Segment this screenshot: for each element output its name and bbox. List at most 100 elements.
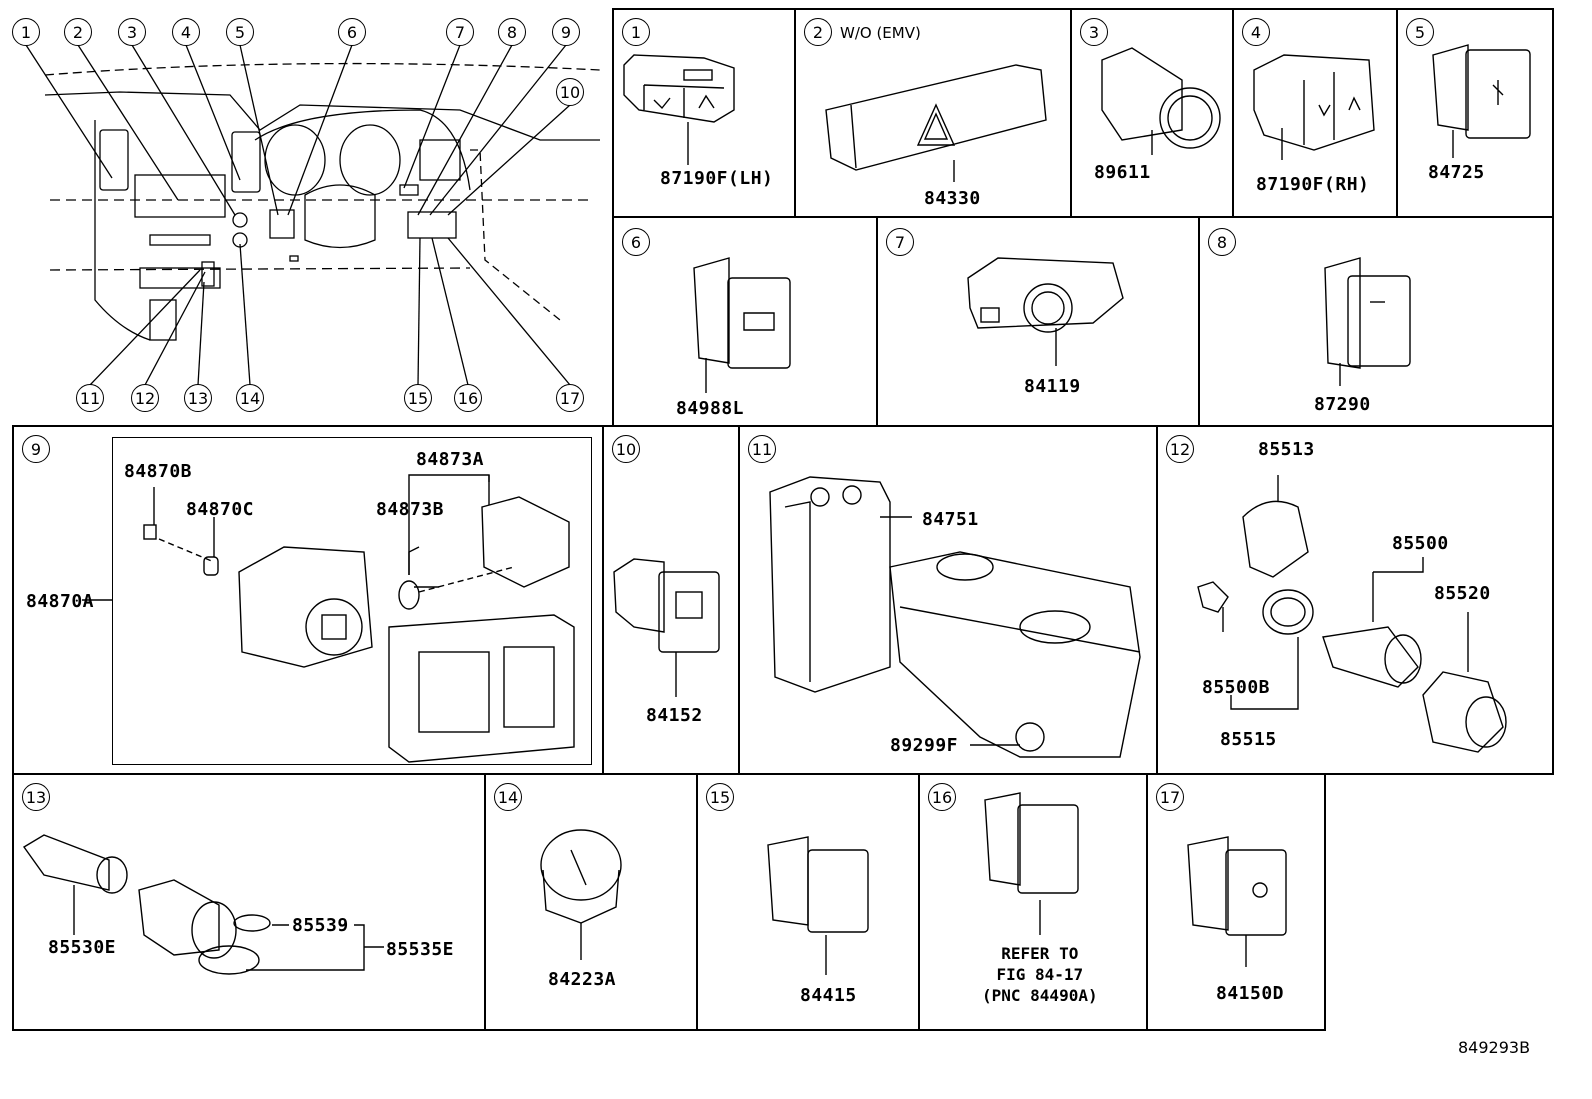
part-87190F-RH[interactable]: 87190F(RH) bbox=[1256, 174, 1370, 195]
cell-number: 16 bbox=[928, 783, 956, 811]
control-panel-drawing bbox=[769, 476, 1141, 758]
switch-drawing bbox=[623, 54, 735, 165]
callout-11[interactable]: 11 bbox=[76, 384, 104, 412]
cell-4: 4 87190F(RH) bbox=[1232, 8, 1398, 218]
part-84415[interactable]: 84415 bbox=[800, 985, 857, 1006]
part-84119[interactable]: 84119 bbox=[1024, 376, 1081, 397]
cell-number: 4 bbox=[1242, 18, 1270, 46]
callout-10[interactable]: 10 bbox=[556, 78, 584, 106]
callout-14[interactable]: 14 bbox=[236, 384, 264, 412]
cell-1: 1 87190F(LH) bbox=[612, 8, 796, 218]
part-84873A[interactable]: 84873A bbox=[416, 449, 485, 470]
power-outlet-drawing bbox=[1197, 475, 1507, 753]
cell-16: 16 REFER TO FIG 84-17 (PNC 84490A) bbox=[918, 773, 1148, 1031]
dimmer-switch-drawing bbox=[967, 257, 1124, 366]
cell-number: 13 bbox=[22, 783, 50, 811]
condition-note: W/O (EMV) bbox=[840, 24, 921, 42]
fog-switch-drawing bbox=[1187, 836, 1287, 967]
callout-15[interactable]: 15 bbox=[404, 384, 432, 412]
part-87190F-LH[interactable]: 87190F(LH) bbox=[660, 168, 774, 189]
part-84150D[interactable]: 84150D bbox=[1216, 983, 1285, 1004]
callout-13[interactable]: 13 bbox=[184, 384, 212, 412]
cell-number: 5 bbox=[1406, 18, 1434, 46]
cell-number: 15 bbox=[706, 783, 734, 811]
cell-15: 15 84415 bbox=[696, 773, 920, 1031]
switch-drawing bbox=[1324, 257, 1411, 386]
cell-number: 7 bbox=[886, 228, 914, 256]
cell-11: 11 84751 89299F bbox=[738, 425, 1158, 775]
dashboard-overview: 1 2 3 4 5 6 7 8 9 10 11 12 13 14 15 16 1… bbox=[0, 0, 612, 425]
part-84725[interactable]: 84725 bbox=[1428, 162, 1485, 183]
cell-number: 11 bbox=[748, 435, 776, 463]
part-84870C[interactable]: 84870C bbox=[186, 499, 255, 520]
switch-drawing bbox=[984, 792, 1079, 935]
part-85513[interactable]: 85513 bbox=[1258, 439, 1315, 460]
part-85539[interactable]: 85539 bbox=[292, 915, 349, 936]
cell-13: 13 85530E 85539 85535E bbox=[12, 773, 486, 1031]
cell-number: 3 bbox=[1080, 18, 1108, 46]
cell-number: 17 bbox=[1156, 783, 1184, 811]
part-85520[interactable]: 85520 bbox=[1434, 583, 1491, 604]
cell-5: 5 84725 bbox=[1396, 8, 1554, 218]
cell-6: 6 84988L bbox=[612, 216, 878, 428]
callout-5[interactable]: 5 bbox=[226, 18, 254, 46]
callout-16[interactable]: 16 bbox=[454, 384, 482, 412]
callout-2[interactable]: 2 bbox=[64, 18, 92, 46]
cell-14: 14 84223A bbox=[484, 773, 698, 1031]
part-84870A[interactable]: 84870A bbox=[26, 591, 95, 612]
cell-3: 3 89611 bbox=[1070, 8, 1234, 218]
reference-note: REFER TO FIG 84-17 (PNC 84490A) bbox=[982, 944, 1098, 1005]
switch-drawing bbox=[1253, 54, 1375, 160]
part-84223A[interactable]: 84223A bbox=[548, 969, 617, 990]
switch-drawing bbox=[767, 836, 869, 975]
part-84152[interactable]: 84152 bbox=[646, 705, 703, 726]
hazard-switch-drawing bbox=[825, 64, 1047, 182]
dashboard-drawing bbox=[25, 44, 601, 386]
part-89611[interactable]: 89611 bbox=[1094, 162, 1151, 183]
callout-9[interactable]: 9 bbox=[552, 18, 580, 46]
cell-number: 8 bbox=[1208, 228, 1236, 256]
switch-drawing bbox=[613, 558, 720, 697]
part-85530E[interactable]: 85530E bbox=[48, 937, 117, 958]
callout-12[interactable]: 12 bbox=[131, 384, 159, 412]
part-84988L[interactable]: 84988L bbox=[676, 398, 745, 419]
mirror-switch-assembly-frame bbox=[112, 437, 592, 765]
cell-2: 2 W/O (EMV) 84330 bbox=[794, 8, 1072, 218]
callout-6[interactable]: 6 bbox=[338, 18, 366, 46]
callout-7[interactable]: 7 bbox=[446, 18, 474, 46]
callout-17[interactable]: 17 bbox=[556, 384, 584, 412]
mirror-switch-drawing bbox=[82, 474, 575, 763]
cell-number: 14 bbox=[494, 783, 522, 811]
callout-8[interactable]: 8 bbox=[498, 18, 526, 46]
part-85515[interactable]: 85515 bbox=[1220, 729, 1277, 750]
part-89299F[interactable]: 89299F bbox=[890, 735, 959, 756]
cell-number: 1 bbox=[622, 18, 650, 46]
cell-10: 10 84152 bbox=[602, 425, 740, 775]
cell-number: 2 bbox=[804, 18, 832, 46]
part-84873B[interactable]: 84873B bbox=[376, 499, 445, 520]
part-84870B[interactable]: 84870B bbox=[124, 461, 193, 482]
cell-7: 7 84119 bbox=[876, 216, 1200, 428]
callout-3[interactable]: 3 bbox=[118, 18, 146, 46]
switch-drawing bbox=[693, 257, 791, 393]
part-84330[interactable]: 84330 bbox=[924, 188, 981, 209]
headlight-switch-drawing bbox=[540, 829, 622, 960]
part-85500[interactable]: 85500 bbox=[1392, 533, 1449, 554]
diagram-number: 849293B bbox=[1458, 1038, 1531, 1057]
cell-number: 9 bbox=[22, 435, 50, 463]
cell-8: 8 87290 bbox=[1198, 216, 1554, 428]
part-85500B[interactable]: 85500B bbox=[1202, 677, 1271, 698]
cell-number: 10 bbox=[612, 435, 640, 463]
switch-drawing bbox=[1432, 44, 1531, 158]
part-85535E[interactable]: 85535E bbox=[386, 939, 455, 960]
cell-17: 17 84150D bbox=[1146, 773, 1326, 1031]
part-87290[interactable]: 87290 bbox=[1314, 394, 1371, 415]
cell-12: 12 85513 85500 85520 85500B 85515 bbox=[1156, 425, 1554, 775]
callout-1[interactable]: 1 bbox=[12, 18, 40, 46]
part-84751[interactable]: 84751 bbox=[922, 509, 979, 530]
callout-4[interactable]: 4 bbox=[172, 18, 200, 46]
engine-start-switch-drawing bbox=[1101, 47, 1221, 155]
cell-number: 6 bbox=[622, 228, 650, 256]
cell-number: 12 bbox=[1166, 435, 1194, 463]
cell-9: 9 84870B 84870C 84873A 84873B 84870A bbox=[12, 425, 604, 775]
